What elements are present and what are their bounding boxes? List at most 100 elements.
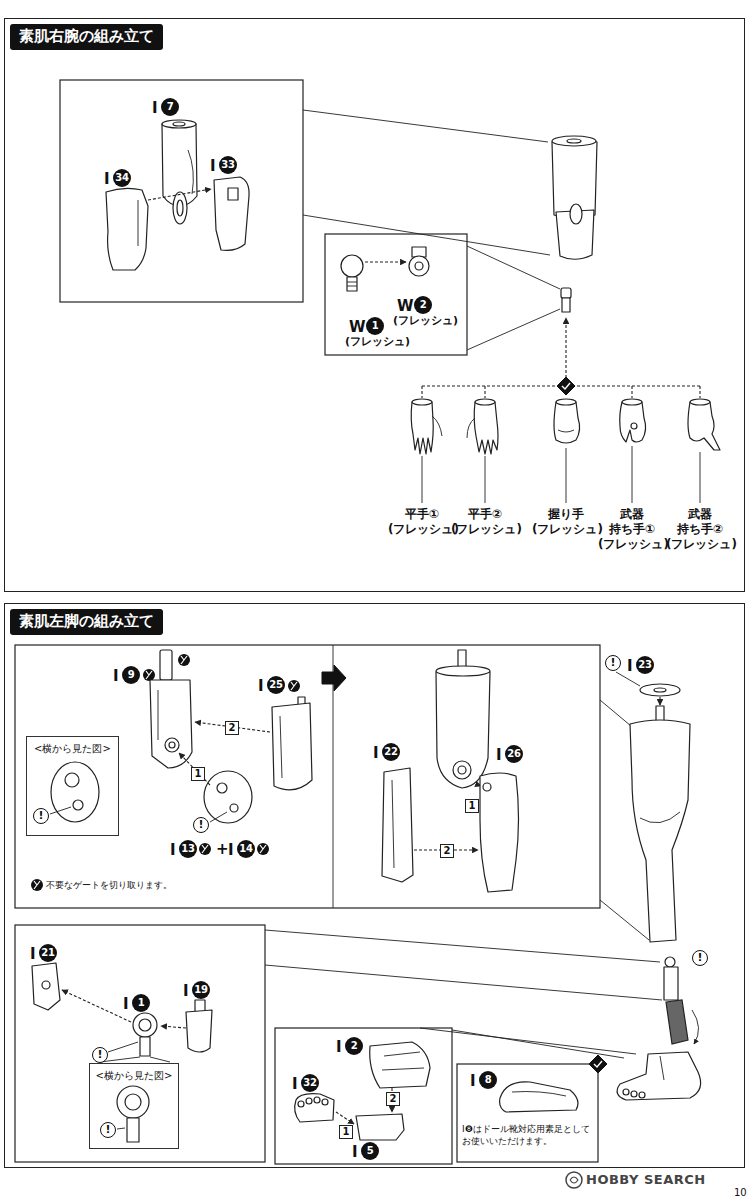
gate-cut-icon (31, 879, 43, 891)
upper-arm-part (162, 120, 196, 128)
foot-parts (314, 1097, 320, 1103)
hand-part (474, 400, 498, 455)
assembly-arrow (195, 722, 270, 732)
foot-parts (298, 1101, 304, 1107)
ankle-parts (133, 1013, 157, 1037)
upper-arm-part (188, 150, 193, 194)
side-view-drawing (65, 773, 79, 787)
ankle-joint (692, 1010, 699, 1044)
ankle-parts (32, 963, 60, 1010)
ankle-joint (664, 967, 678, 1000)
assembled-foot (617, 1052, 701, 1100)
assembly-arrow (148, 189, 211, 200)
forearm-part (138, 200, 139, 246)
callout-number: 8 (479, 1071, 497, 1089)
side-view-drawing (125, 1094, 141, 1110)
part-letter: I (183, 982, 189, 1000)
hand-choice-branch (562, 383, 570, 389)
step-number: 2 (390, 1094, 397, 1104)
step-number-box: 2 (225, 721, 239, 735)
assembled-leg (640, 812, 680, 823)
bare-foot-part (500, 1082, 578, 1112)
ankle-parts (139, 1019, 151, 1031)
caution-mark: ! (100, 1122, 116, 1138)
assembly-arrow (148, 189, 211, 200)
leader-line (303, 110, 560, 350)
assembly-arrow (62, 697, 660, 1124)
shin-cover-part (382, 768, 413, 882)
thigh-part (436, 668, 490, 788)
thigh-part (436, 650, 490, 788)
assembly-arrow (336, 1112, 354, 1124)
leader-line (600, 700, 631, 726)
thigh-part (453, 761, 471, 779)
side-view-drawing (51, 762, 99, 822)
part-letter: I (373, 744, 379, 762)
leader-line (303, 110, 548, 142)
inset-divider (322, 665, 346, 691)
assembled-foot (623, 1089, 629, 1095)
part-letter: I (152, 99, 158, 117)
foot-parts (295, 1094, 334, 1122)
ankle-parts (32, 963, 212, 1062)
gate-cut-icon (260, 845, 266, 853)
side-view-drawing (50, 807, 71, 814)
hand-part (631, 423, 637, 429)
hand-part (688, 399, 720, 450)
assembled-foot (639, 1092, 645, 1098)
assembled-foot (631, 1091, 637, 1097)
step-number: 1 (343, 1127, 350, 1137)
assembled-foot (617, 1052, 701, 1100)
shin-cover-part (382, 768, 413, 882)
inset-frame (457, 1064, 598, 1162)
shin-part (480, 773, 519, 892)
hand-choice-branch (422, 318, 700, 398)
ankle-parts (186, 1010, 212, 1052)
hand-part (554, 400, 580, 444)
callout-number: 21 (39, 944, 57, 962)
gate-cut-icon (146, 671, 152, 679)
inset-frame (325, 234, 467, 355)
thigh-frame-part (165, 738, 179, 752)
knee-joint-part (210, 812, 227, 822)
wrist-joint-assembled (561, 288, 571, 312)
step-number-box: 1 (465, 799, 479, 813)
legend: 不要なゲートを切り取ります。 (46, 879, 172, 891)
shin-cover-part (392, 780, 394, 868)
part-letter: W (349, 318, 366, 336)
part-letter: I (352, 1143, 358, 1161)
watermark: HOBBY SEARCH (586, 1172, 706, 1188)
gate-cut-icon (199, 843, 211, 855)
part-letter: I (104, 170, 110, 188)
hand-part (432, 416, 442, 436)
step-number-box: 1 (339, 1125, 353, 1139)
thigh-frame-part (150, 680, 192, 768)
step-number: 2 (444, 846, 451, 856)
part-letter: I (30, 945, 36, 963)
inset-frame (15, 645, 600, 1164)
thigh-frame-part (160, 650, 172, 680)
note-text: I❽はドール靴対応用素足としてお使いいただけます。 (462, 1124, 594, 1147)
washer-part (616, 672, 680, 696)
part-letter: I (292, 1075, 298, 1093)
thigh-cover-part (280, 716, 282, 778)
callout-number: 33 (219, 156, 237, 174)
inset-divider (322, 645, 346, 908)
hand-part (556, 399, 576, 405)
hand-part (411, 400, 433, 455)
watermark-logo (566, 1172, 582, 1188)
label-line (632, 446, 633, 503)
callout-number: 1 (366, 317, 384, 335)
knee-joint-part (217, 783, 227, 793)
hand-part (411, 399, 442, 454)
hand-part (554, 399, 580, 443)
ankle-parts (150, 1057, 170, 1062)
wrist-joint-part (365, 261, 406, 262)
part-name: 武器 持ち手① (フレッシュ) (598, 507, 666, 552)
hand-part (690, 399, 710, 405)
inset-frame (60, 80, 303, 302)
wrist-joint-assembled (562, 298, 570, 312)
label-line (422, 446, 700, 503)
ankle-parts (108, 1042, 138, 1052)
side-view-drawing (127, 1118, 139, 1142)
